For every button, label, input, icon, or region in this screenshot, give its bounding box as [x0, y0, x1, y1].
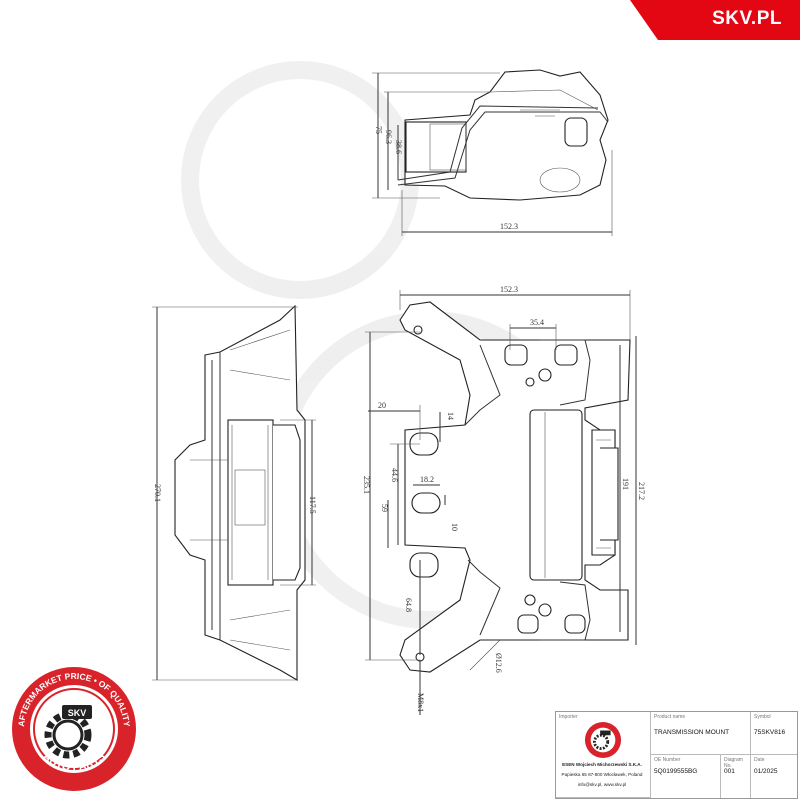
- dim-10: 10: [450, 523, 459, 531]
- importer-cell: Importer ESEN Wojciech Michorzewski S.K.…: [556, 712, 651, 798]
- diagram-cell: Diagram No. 001: [721, 755, 751, 798]
- dim-top-h1: 75: [374, 126, 383, 134]
- dim-35-4: 35.4: [530, 318, 544, 327]
- oe-cell: OE Number 5Q0199555BG: [651, 755, 721, 798]
- dim-14: 14: [446, 412, 455, 420]
- dim-12-6: Ø12.6: [494, 653, 503, 673]
- product-name: TRANSMISSION MOUNT: [654, 729, 730, 736]
- date-value: 01/2025: [754, 768, 778, 775]
- dim-top-width: 152.3: [500, 222, 518, 231]
- title-block: Importer ESEN Wojciech Michorzewski S.K.…: [555, 711, 798, 799]
- dim-thread: M8x1: [416, 693, 425, 712]
- date-cell: Date 01/2025: [751, 755, 797, 798]
- dim-front-width: 152.3: [500, 285, 518, 294]
- dim-top-h3: 38.6: [394, 140, 403, 154]
- dim-64-8: 64.8: [404, 598, 413, 612]
- brand-banner: [630, 0, 800, 40]
- brand-logo: SKV.PL: [712, 8, 782, 29]
- diagram-label: Diagram No.: [724, 757, 743, 769]
- svg-text:SKV: SKV: [68, 708, 87, 718]
- skv-seal-logo: AFTERMARKET PRICE • OF QUALITY AUTO PART…: [12, 667, 136, 791]
- top-view: [372, 69, 613, 236]
- dim-side-h2: 117.5: [308, 496, 317, 514]
- dim-20: 20: [378, 401, 386, 410]
- company-name: ESEN Wojciech Michorzewski S.K.A.: [562, 762, 642, 767]
- gear-icon: [44, 711, 92, 759]
- dim-217-2: 217.2: [637, 482, 646, 500]
- dim-59: 59: [380, 504, 389, 512]
- oe-number: 5Q0199555BG: [654, 768, 698, 775]
- company-contact: info@skv.pl, www.skv.pl: [577, 782, 627, 787]
- symbol-value: 75SKV816: [754, 729, 786, 736]
- importer-label: Importer: [559, 714, 578, 720]
- importer-logo: [584, 721, 622, 759]
- company-address: Papieska 65 87-800 Włocławek, Poland: [561, 772, 643, 777]
- symbol-cell: Symbol 75SKV816: [751, 712, 797, 755]
- dim-44-6: 44.6: [390, 468, 399, 482]
- product-name-label: Product name: [654, 714, 686, 720]
- date-label: Date: [754, 757, 765, 763]
- dim-side-h1: 270.1: [153, 484, 162, 502]
- product-name-cell: Product name TRANSMISSION MOUNT: [651, 712, 751, 755]
- dim-top-h2: 96.3: [384, 130, 393, 144]
- dim-191: 191: [621, 478, 630, 490]
- dim-235-1: 235.1: [362, 476, 371, 494]
- diagram-number: 001: [724, 768, 735, 775]
- front-view: [365, 290, 637, 715]
- side-view: [152, 304, 316, 681]
- oe-label: OE Number: [654, 757, 681, 763]
- symbol-label: Symbol: [754, 714, 771, 720]
- dim-18-2: 18.2: [420, 475, 434, 484]
